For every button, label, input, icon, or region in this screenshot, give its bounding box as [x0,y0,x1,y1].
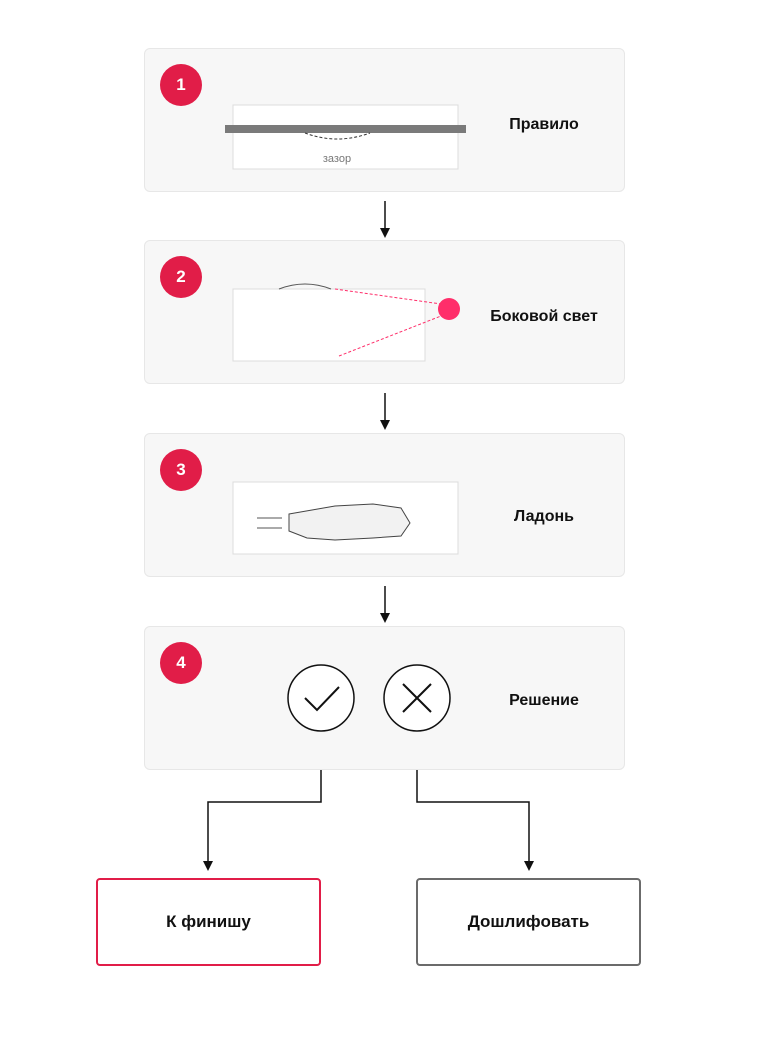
light-ray-bottom [338,315,442,357]
outcome-accept-label: К финишу [166,912,251,931]
step-label: Правило [509,116,579,133]
bump-arc [278,283,332,290]
side-light-illustration [232,283,460,362]
step-card-1: 1 зазор Правило [144,48,625,192]
light-source-icon [438,298,460,320]
surface-panel [232,288,426,362]
step-number-badge: 1 [160,64,202,106]
outcome-accept-box: К финишу [96,878,321,966]
light-ray-top [334,288,442,305]
gap-arc [304,132,371,140]
step-label: Боковой свет [490,308,598,325]
palm-icon [288,503,411,541]
step-card-2: 2 Боковой свет [144,240,625,384]
step-number-badge: 4 [160,642,202,684]
palm-illustration [232,481,459,555]
check-icon [287,664,355,732]
straightedge-bar [225,125,466,133]
cross-icon [383,664,451,732]
arrow-to-reject [416,770,534,871]
step-label: Решение [509,692,579,709]
step-card-3: 3 Ладонь [144,433,625,577]
step-card-4: 4 Решение [144,626,625,770]
decision-illustration [287,664,451,732]
outcome-reject-box: Дошлифовать [416,878,641,966]
step-label: Ладонь [514,508,574,525]
step-number-badge: 3 [160,449,202,491]
gap-label: зазор [323,153,351,165]
step-number-badge: 2 [160,256,202,298]
surface-panel [232,104,459,170]
straightedge-illustration: зазор [225,104,466,170]
arrow-to-accept [203,770,322,871]
outcome-reject-label: Дошлифовать [467,912,590,931]
